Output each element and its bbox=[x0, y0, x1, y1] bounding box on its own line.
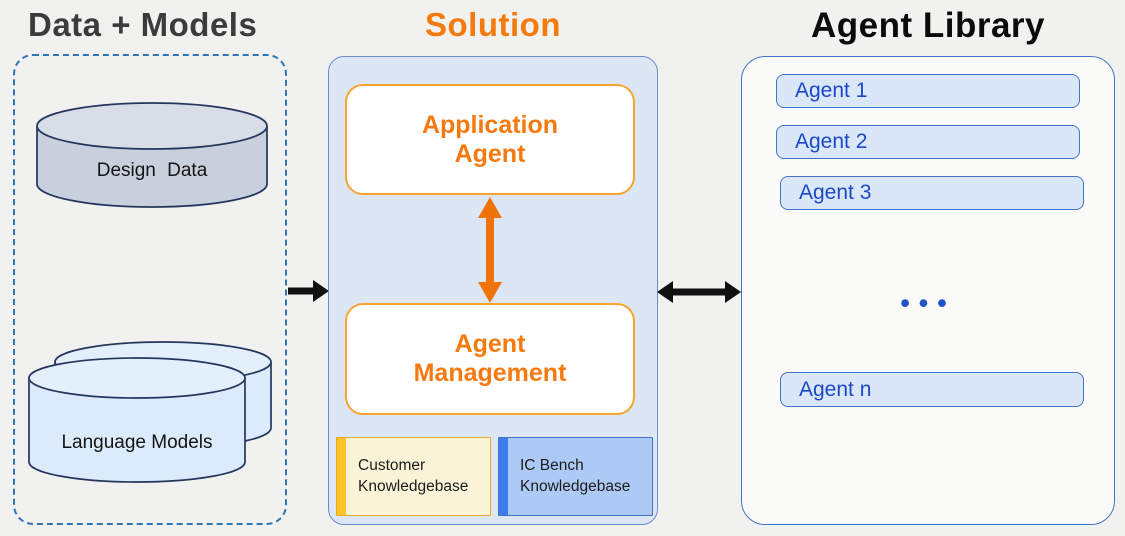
agent-management-box: Agent Management bbox=[345, 303, 635, 415]
agent-n-item: Agent n bbox=[780, 372, 1084, 407]
solution-title: Solution bbox=[425, 6, 561, 43]
icbench-knowledgebase-box: IC Bench Knowledgebase bbox=[498, 437, 653, 516]
icbench-knowledgebase-label: IC Bench Knowledgebase bbox=[520, 456, 631, 495]
data-models-group-box bbox=[13, 54, 287, 525]
agent-2-item: Agent 2 bbox=[776, 125, 1080, 159]
agent-library-title: Agent Library bbox=[810, 6, 1046, 45]
customer-knowledgebase-box: Customer Knowledgebase bbox=[336, 437, 491, 516]
application-agent-box: Application Agent bbox=[345, 84, 635, 195]
arrow-app-agent-management-icon bbox=[478, 197, 502, 303]
customer-knowledgebase-accent-bar bbox=[337, 438, 346, 515]
language-models-label: Language Models bbox=[61, 432, 213, 453]
design-data-label: Design Data bbox=[96, 160, 208, 181]
data-models-title: Data + Models bbox=[28, 6, 258, 43]
agent-3-item: Agent 3 bbox=[780, 176, 1084, 210]
design-data-database-icon bbox=[36, 102, 268, 208]
agent-management-label: Agent Management bbox=[413, 330, 567, 387]
arrow-data-to-solution-icon bbox=[288, 280, 329, 302]
agent-1-item: Agent 1 bbox=[776, 74, 1080, 108]
customer-knowledgebase-label: Customer Knowledgebase bbox=[358, 456, 469, 495]
agents-ellipsis: ••• bbox=[900, 288, 956, 318]
arrow-solution-library-icon bbox=[657, 281, 741, 303]
language-models-database-icon bbox=[28, 341, 272, 483]
icbench-knowledgebase-accent-bar bbox=[499, 438, 508, 515]
application-agent-label: Application Agent bbox=[421, 110, 559, 168]
